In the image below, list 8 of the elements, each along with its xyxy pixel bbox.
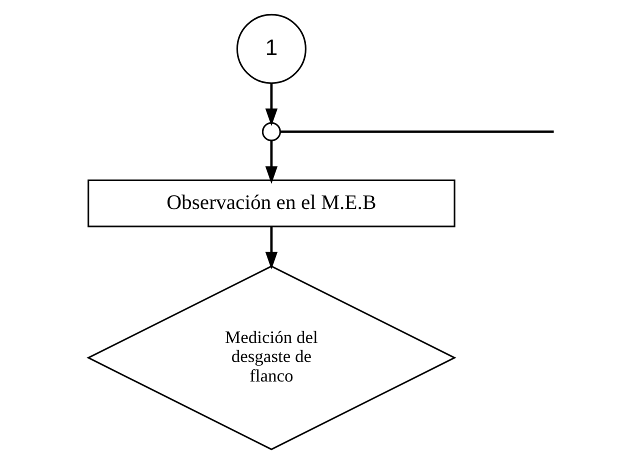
node-circle <box>261 122 280 142</box>
arrow <box>264 140 278 184</box>
node-box: Observación en el M.E.B <box>87 179 455 228</box>
node-circle: 1 <box>236 14 306 84</box>
arrow <box>264 83 278 126</box>
connector <box>280 130 554 133</box>
node-diamond: Medición del desgaste de flanco <box>86 265 456 450</box>
arrow <box>264 226 278 270</box>
